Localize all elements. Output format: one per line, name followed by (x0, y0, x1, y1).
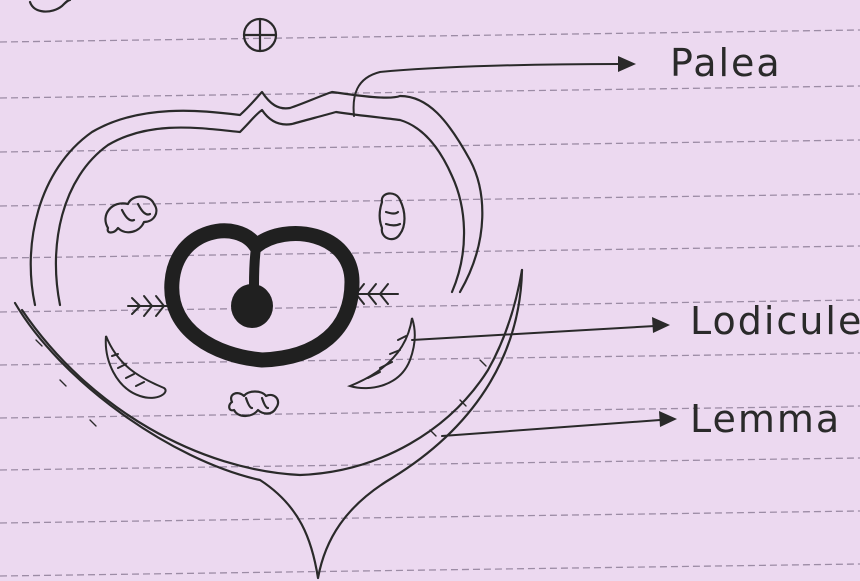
corner-scribble (30, 0, 70, 12)
lodicule-left (106, 336, 166, 398)
lemma-leader-line (442, 420, 660, 436)
ovule (231, 284, 273, 328)
lodicule-arrowhead (652, 317, 670, 333)
ovary (172, 231, 352, 360)
stamen-top-left (105, 197, 156, 233)
stamen-top-right (380, 193, 405, 239)
axis-symbol (244, 19, 276, 51)
lodicule-right (350, 318, 415, 388)
palea-leader-line (354, 64, 620, 116)
lemma-label: Lemma (690, 400, 841, 438)
stamen-bottom (229, 392, 278, 417)
lodicule-leader-line (412, 326, 655, 340)
palea-arrowhead (618, 56, 636, 72)
palea-label: Palea (670, 44, 782, 82)
lodicule-label: Lodicule (690, 302, 860, 340)
lemma-arrowhead (659, 411, 677, 427)
